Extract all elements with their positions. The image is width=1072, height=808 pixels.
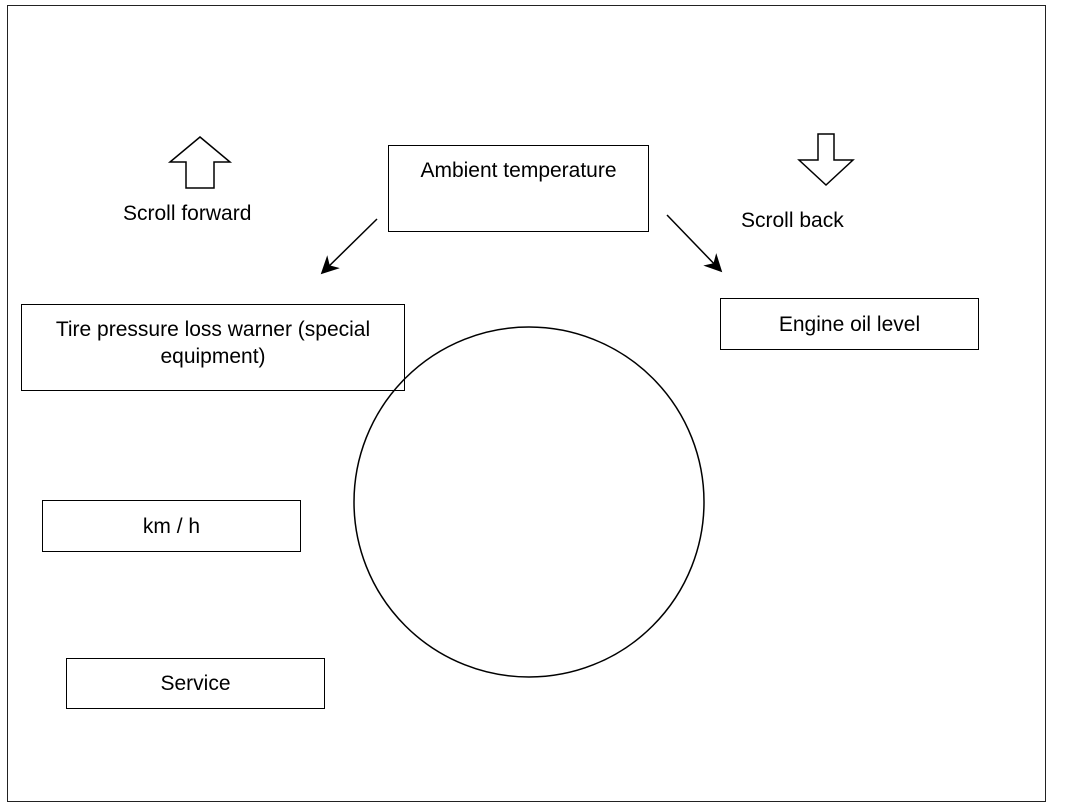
speed-unit-box: km / h	[42, 500, 301, 552]
scroll-forward-label: Scroll forward	[123, 202, 252, 225]
engine-oil-box: Engine oil level	[720, 298, 979, 350]
ambient-temperature-box: Ambient temperature	[388, 145, 649, 232]
tire-pressure-box: Tire pressure loss warner (special equip…	[21, 304, 405, 391]
service-box: Service	[66, 658, 325, 709]
arrow-to-engine-oil	[666, 214, 723, 273]
scroll-back-label: Scroll back	[741, 209, 844, 232]
display-circle	[353, 326, 705, 678]
arrow-to-tire-pressure	[320, 218, 378, 275]
arrow-down-outline-icon	[797, 133, 855, 187]
diagram-frame	[7, 5, 1046, 802]
arrow-up-outline-icon	[167, 136, 233, 189]
